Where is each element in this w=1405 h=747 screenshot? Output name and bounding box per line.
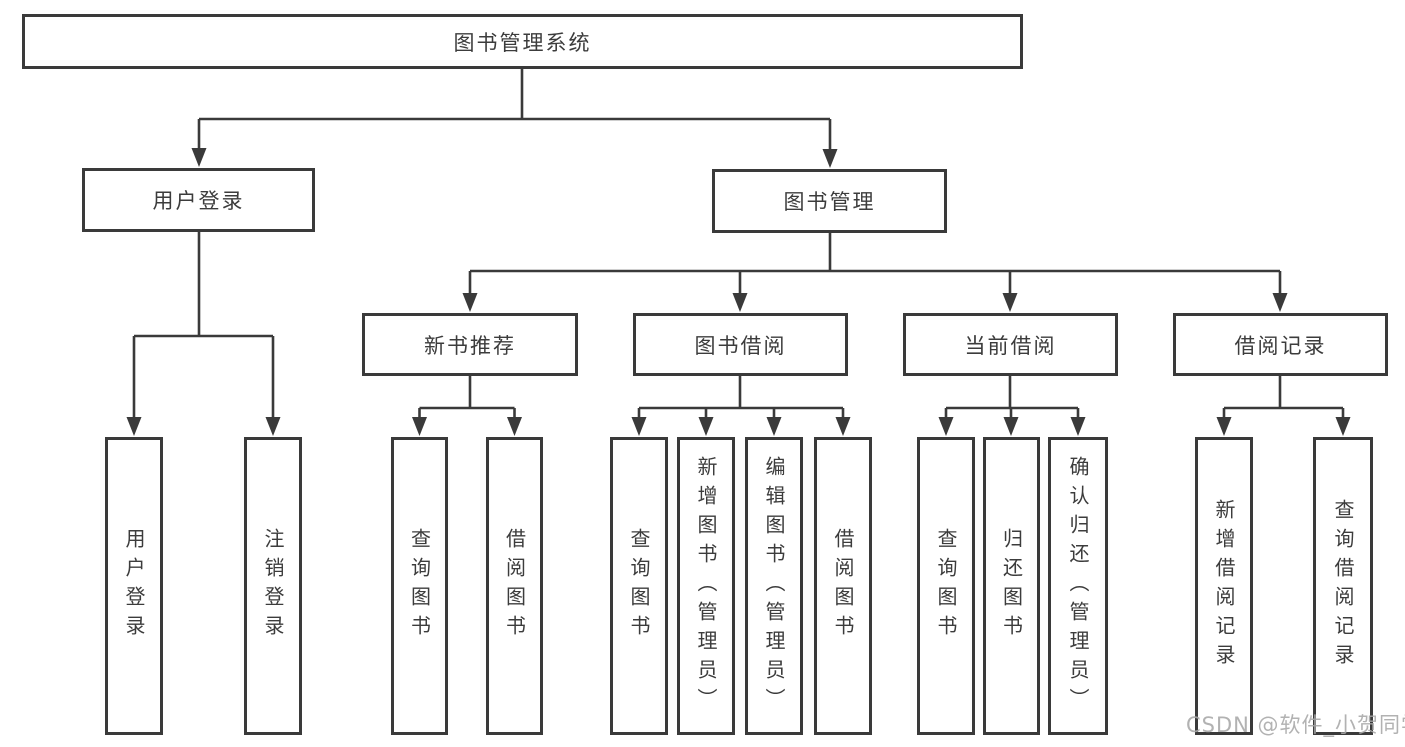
leaf-borrow-books-recommend: 借阅图书: [486, 437, 543, 735]
connector-user-login-children: [126, 232, 281, 436]
leaf-query-borrow-record-label: 查询借阅记录: [1331, 499, 1355, 673]
leaf-query-borrow-record: 查询借阅记录: [1313, 437, 1373, 735]
leaf-query-books-current-label: 查询图书: [934, 528, 958, 644]
leaf-confirm-return-admin: 确认归还（管理员）: [1048, 437, 1108, 735]
leaf-user-login-action: 用户登录: [105, 437, 163, 735]
connector-root-to-level2: [191, 69, 838, 168]
leaf-add-borrow-record: 新增借阅记录: [1195, 437, 1253, 735]
leaf-add-books-admin: 新增图书（管理员）: [677, 437, 735, 735]
leaf-query-books-current: 查询图书: [917, 437, 975, 735]
node-new-book-recommend-label: 新书推荐: [424, 333, 516, 358]
leaf-confirm-return-admin-label: 确认归还（管理员）: [1066, 455, 1090, 717]
node-current-borrowing: 当前借阅: [903, 313, 1118, 376]
watermark-text: CSDN @软件_小贺同学: [1186, 713, 1405, 737]
leaf-query-books-recommend-label: 查询图书: [407, 528, 432, 644]
node-current-borrowing-label: 当前借阅: [964, 333, 1057, 358]
connector-borrowing-records-children: [1216, 376, 1351, 436]
node-user-login-label: 用户登录: [152, 189, 245, 213]
node-book-management: 图书管理: [712, 169, 947, 233]
leaf-borrow-books-borrowing: 借阅图书: [814, 437, 872, 735]
node-new-book-recommend: 新书推荐: [362, 313, 578, 376]
leaf-edit-books-admin-label: 编辑图书（管理员）: [762, 455, 786, 717]
leaf-logout-action: 注销登录: [244, 437, 302, 735]
node-root-system: 图书管理系统: [22, 14, 1023, 69]
leaf-borrow-books-borrowing-label: 借阅图书: [831, 528, 855, 644]
connector-current-borrowing-children: [938, 376, 1086, 436]
connector-book-borrowing-children: [631, 376, 851, 436]
leaf-return-books: 归还图书: [983, 437, 1040, 735]
leaf-user-login-action-label: 用户登录: [122, 528, 146, 644]
leaf-query-books-borrowing-label: 查询图书: [627, 528, 651, 644]
node-book-borrowing-label: 图书借阅: [694, 333, 787, 358]
leaf-add-borrow-record-label: 新增借阅记录: [1212, 499, 1236, 673]
leaf-return-books-label: 归还图书: [999, 528, 1024, 644]
node-borrowing-records: 借阅记录: [1173, 313, 1388, 376]
leaf-query-books-recommend: 查询图书: [391, 437, 448, 735]
connector-new-book-children: [412, 376, 522, 436]
leaf-edit-books-admin: 编辑图书（管理员）: [745, 437, 803, 735]
leaf-add-books-admin-label: 新增图书（管理员）: [694, 455, 718, 717]
connector-book-management-children: [462, 233, 1288, 312]
leaf-borrow-books-recommend-label: 借阅图书: [502, 528, 527, 644]
node-book-borrowing: 图书借阅: [633, 313, 848, 376]
node-user-login: 用户登录: [82, 168, 315, 232]
leaf-logout-action-label: 注销登录: [261, 528, 285, 644]
node-borrowing-records-label: 借阅记录: [1234, 333, 1327, 358]
node-root-label: 图书管理系统: [453, 30, 592, 55]
node-book-management-label: 图书管理: [783, 190, 876, 214]
leaf-query-books-borrowing: 查询图书: [610, 437, 668, 735]
